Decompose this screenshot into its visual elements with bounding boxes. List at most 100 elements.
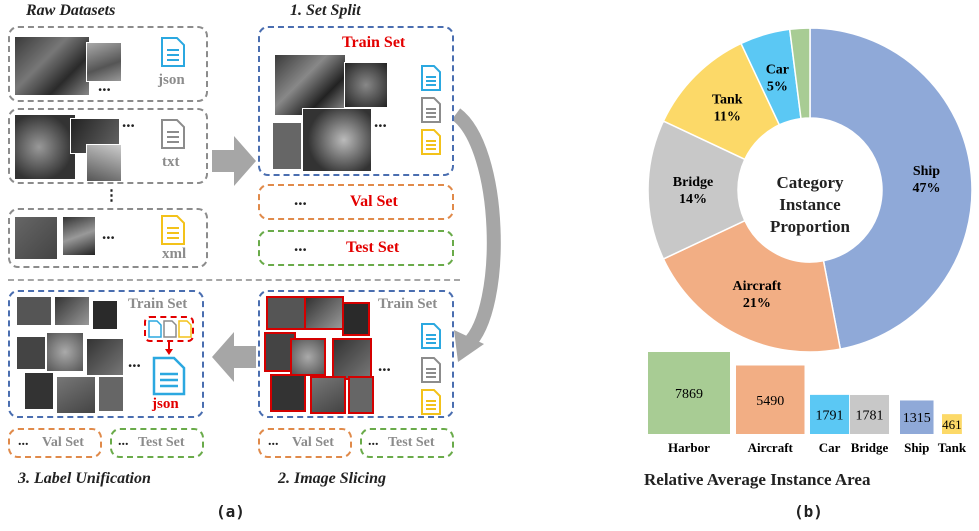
txt-file-icon: [161, 119, 185, 149]
area-value-car: 1791: [816, 408, 844, 423]
satellite-image: [344, 62, 388, 108]
satellite-image: [274, 54, 346, 116]
satellite-image: [14, 114, 76, 180]
donut-label-tank: Tank: [712, 92, 743, 107]
ellipsis: ...: [374, 112, 387, 131]
split-val-set: ... Val Set: [258, 184, 454, 220]
train-set-label: Train Set: [378, 296, 438, 312]
area-value-ship: 1315: [903, 411, 931, 426]
area-label-harbor: Harbor: [668, 440, 710, 455]
satellite-image: [86, 42, 122, 82]
donut-value-bridge: 14%: [679, 192, 707, 207]
ellipsis: ...: [98, 76, 111, 95]
donut-label-bridge: Bridge: [673, 175, 713, 190]
raw-datasets-title: Raw Datasets: [26, 2, 116, 19]
txt-label: txt: [162, 154, 180, 170]
satellite-image: [342, 302, 370, 336]
panel-b-label: (b): [794, 502, 823, 521]
test-set-label: Test Set: [138, 435, 185, 450]
area-square-harbor: [648, 352, 730, 434]
json-label: json: [152, 396, 179, 412]
area-square-bridge: [850, 394, 890, 434]
donut-center-line: Instance: [779, 195, 841, 214]
train-set-label: Train Set: [128, 296, 188, 312]
satellite-image: [14, 216, 58, 260]
txt-file-icon: [163, 320, 177, 338]
donut-value-car: 5%: [767, 80, 788, 95]
val-set-label: Val Set: [42, 435, 84, 450]
satellite-image: [302, 108, 372, 172]
donut-slice-harbor: [788, 27, 811, 120]
split-train-set: Train Set ...: [258, 26, 454, 176]
donut-slice-aircraft: [662, 219, 842, 353]
separator-line: [8, 279, 460, 281]
unified-test-set: ... Test Set: [110, 428, 204, 458]
satellite-image: [62, 216, 96, 256]
donut-slice-bridge: [647, 120, 746, 260]
json-file-icon: [421, 65, 441, 91]
donut-center-label: Category Instance Proportion: [750, 172, 870, 238]
area-square-chart: 7869Harbor5490Aircraft1791Car1781Bridge1…: [648, 352, 967, 455]
xml-file-icon: [178, 320, 192, 338]
txt-file-icon: [421, 97, 441, 123]
json-file-icon: [161, 37, 185, 67]
train-set-label: Train Set: [342, 34, 406, 51]
json-file-icon: [152, 356, 186, 396]
unified-train-set: Train Set ... json: [8, 290, 204, 418]
json-label: json: [158, 72, 185, 88]
satellite-image: [310, 376, 346, 414]
raw-dataset-xml: ... xml: [8, 208, 208, 268]
txt-file-icon: [421, 357, 441, 383]
area-label-aircraft: Aircraft: [748, 440, 794, 455]
donut-label-aircraft: Aircraft: [733, 279, 782, 294]
image-slicing-title: 2. Image Slicing: [278, 470, 387, 487]
area-value-bridge: 1781: [856, 408, 884, 423]
area-label-car: Car: [819, 440, 841, 455]
arrow-left-icon: [212, 332, 256, 382]
raw-dataset-json: ... json: [8, 26, 208, 102]
xml-label: xml: [162, 246, 187, 262]
sliced-test-set: ... Test Set: [360, 428, 454, 458]
donut-slice-ship: [809, 27, 973, 351]
satellite-image: [270, 374, 306, 412]
arrow-down-icon: [165, 342, 173, 355]
curved-arrow-icon: [454, 108, 501, 362]
test-set-label: Test Set: [346, 239, 400, 256]
satellite-image: [46, 332, 84, 372]
donut-value-tank: 11%: [714, 109, 741, 124]
donut-center-line: Category: [776, 173, 844, 192]
satellite-image: [16, 296, 52, 326]
ellipsis: ...: [268, 434, 279, 449]
area-value-aircraft: 5490: [756, 394, 784, 409]
test-set-label: Test Set: [388, 435, 435, 450]
area-chart-title: Relative Average Instance Area: [644, 470, 871, 489]
xml-file-icon: [421, 389, 441, 415]
sliced-val-set: ... Val Set: [258, 428, 352, 458]
satellite-image: [272, 122, 302, 170]
arrow-right-icon: [212, 136, 256, 186]
satellite-image: [14, 36, 90, 96]
ellipsis: ...: [378, 356, 391, 375]
ellipsis: ...: [128, 352, 141, 371]
ellipsis: ...: [122, 112, 135, 131]
set-split-title: 1. Set Split: [290, 2, 361, 19]
satellite-image: [16, 336, 46, 370]
satellite-image: [348, 376, 374, 414]
donut-label-car: Car: [766, 63, 789, 78]
area-square-car: [810, 394, 850, 434]
sliced-train-set: Train Set ...: [258, 290, 454, 418]
ellipsis: ...: [294, 190, 307, 209]
ellipsis: ...: [18, 434, 29, 449]
ellipsis: ...: [294, 236, 307, 255]
ellipsis: ...: [102, 224, 115, 243]
donut-value-aircraft: 21%: [743, 296, 771, 311]
val-set-label: Val Set: [350, 193, 398, 210]
category-donut-chart: Ship47%Aircraft21%Bridge14%Tank11%Car5%H…: [647, 20, 973, 353]
donut-value-ship: 47%: [912, 181, 940, 196]
split-test-set: ... Test Set: [258, 230, 454, 266]
donut-label-ship: Ship: [913, 164, 940, 179]
json-file-icon: [421, 323, 441, 349]
vertical-ellipsis: ⋮: [104, 188, 119, 204]
satellite-image: [54, 296, 90, 326]
ellipsis: ...: [118, 434, 129, 449]
